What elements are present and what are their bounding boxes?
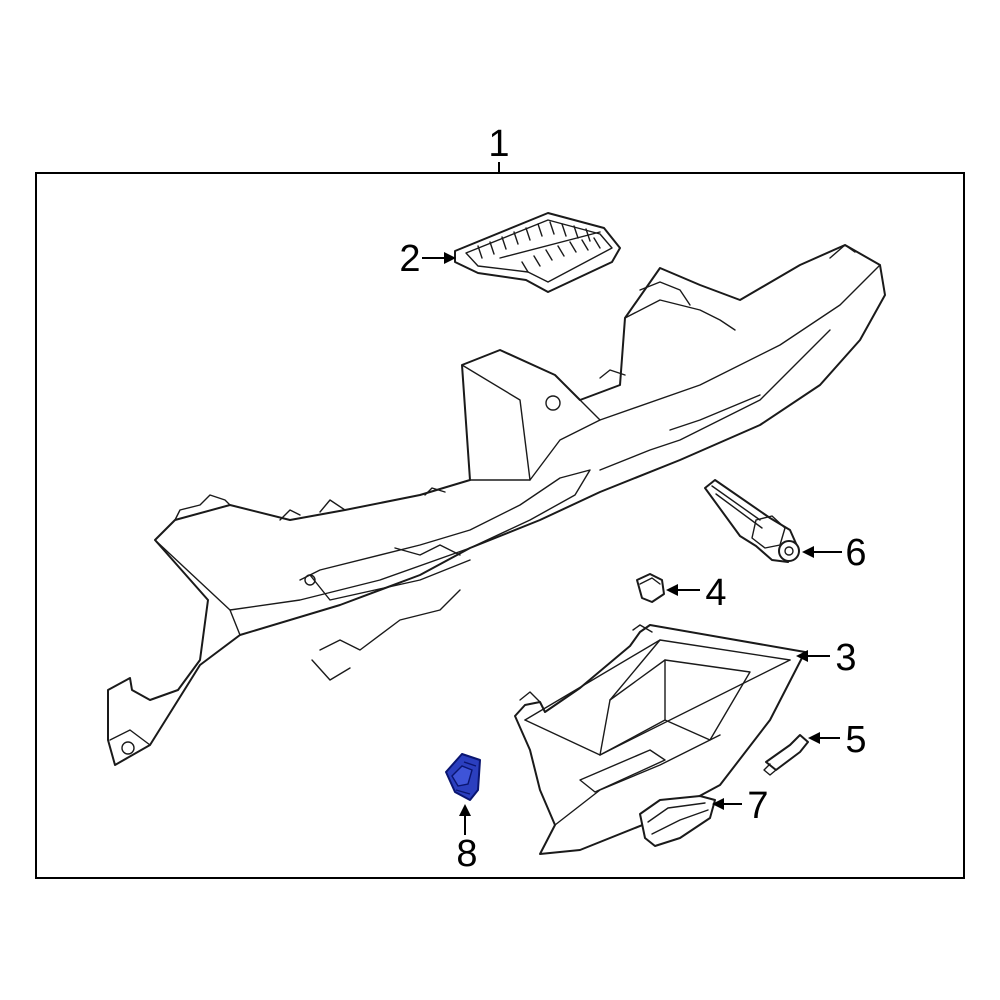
part-2-vent-grille[interactable] bbox=[454, 212, 621, 293]
callout-2-arrow bbox=[444, 252, 456, 264]
callout-8-label: 8 bbox=[456, 833, 477, 875]
callout-4[interactable]: 4 bbox=[666, 572, 727, 614]
callout-8-arrow bbox=[459, 804, 471, 816]
callout-6[interactable]: 6 bbox=[802, 532, 867, 574]
callout-3-label: 3 bbox=[835, 637, 856, 679]
callout-8[interactable]: 8 bbox=[456, 804, 478, 875]
callout-7-arrow bbox=[712, 798, 724, 810]
part-3-glove-box[interactable] bbox=[514, 624, 806, 855]
callout-6-label: 6 bbox=[845, 532, 866, 574]
callout-4-label: 4 bbox=[705, 572, 726, 614]
callout-5-arrow bbox=[808, 732, 820, 744]
callout-6-arrow bbox=[802, 546, 814, 558]
part-6-damper[interactable] bbox=[704, 479, 800, 563]
part-5-rivet[interactable] bbox=[763, 734, 809, 776]
callout-3-arrow bbox=[796, 650, 808, 662]
callout-1[interactable]: 1 bbox=[488, 123, 510, 173]
part-1-dash-lower-panel[interactable] bbox=[107, 244, 886, 766]
callout-4-arrow bbox=[666, 584, 678, 596]
callout-3[interactable]: 3 bbox=[796, 637, 857, 679]
part-8-clip-highlighted[interactable] bbox=[445, 753, 481, 801]
callout-5-label: 5 bbox=[845, 719, 866, 761]
callout-5[interactable]: 5 bbox=[808, 719, 867, 761]
callout-7-label: 7 bbox=[747, 785, 768, 827]
callout-2-label: 2 bbox=[399, 238, 420, 280]
part-4-push-pin[interactable] bbox=[636, 573, 665, 603]
part-7-latch-handle[interactable] bbox=[639, 795, 716, 847]
callout-1-label: 1 bbox=[488, 123, 509, 165]
callout-7[interactable]: 7 bbox=[712, 785, 769, 827]
callout-2[interactable]: 2 bbox=[399, 238, 456, 280]
